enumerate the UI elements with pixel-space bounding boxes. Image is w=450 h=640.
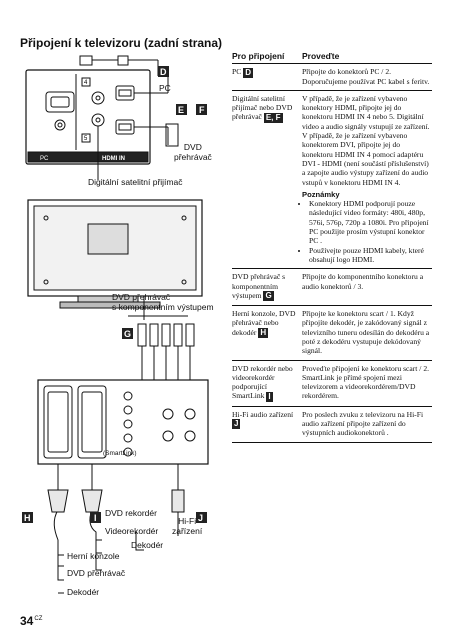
scart-port-icon-2 [77, 385, 107, 459]
row-device: Hi-Fi audio zařízení [232, 409, 294, 419]
table-header-col2: Proveďte [302, 51, 340, 61]
note-item: Používejte pouze HDMI kabely, které obsa… [309, 246, 432, 265]
row-instruction: V případě, že je zařízení vybaveno konek… [302, 93, 430, 187]
svg-text:PC: PC [40, 156, 49, 162]
scart-plug-icon [47, 489, 69, 513]
table-row: Hi-Fi audio zařízení J Pro poslech zvuku… [232, 407, 432, 443]
row-device: Digitální satelitní přijímač nebo DVD př… [232, 93, 293, 122]
svg-text:4: 4 [84, 80, 88, 86]
row-instruction: Připojte do komponentního konektoru a au… [302, 272, 424, 291]
tv-back-illustration [27, 199, 203, 309]
connection-table: Pro připojení Proveďte PC D Připojte do … [232, 51, 432, 443]
row-instruction: Připojte ke konektoru scart / 1. Když př… [302, 309, 430, 356]
row-device: Herní konzole, DVD přehrávač nebo dekodé… [232, 309, 296, 337]
row-device: DVD přehrávač s komponentním výstupem [232, 272, 286, 300]
scart-port-icon-1 [43, 385, 73, 459]
svg-text:G: G [124, 329, 131, 339]
row-device: PC [232, 67, 242, 77]
label-pc: PC [159, 83, 171, 93]
note-item: Konektory HDMI podporují pouze následují… [309, 199, 432, 245]
row-instruction: Připojte do konektorů PC / 2. Doporučuje… [302, 67, 430, 86]
svg-text:D: D [160, 67, 167, 77]
badge-ef: E, F [263, 112, 283, 123]
svg-text:I: I [94, 513, 97, 523]
table-row: Digitální satelitní přijímač nebo DVD př… [232, 91, 432, 270]
page-number-value: 34 [20, 614, 34, 628]
table-row: PC D Připojte do konektorů PC / 2. Dopor… [232, 64, 432, 91]
pc-cable-icon [79, 55, 159, 76]
page-number: 34CZ [20, 614, 42, 628]
page-language: CZ [34, 616, 43, 622]
rear-connector-panel [25, 69, 151, 165]
notes-title: Poznámky [302, 189, 340, 199]
page-title: Připojení k televizoru (zadní strana) [20, 36, 223, 50]
label-dvd-player-bottom: DVD přehrávač [67, 568, 126, 578]
audio-port-icon [54, 119, 66, 131]
row-device: DVD rekordér nebo videorekordér podporuj… [232, 363, 293, 401]
scart-panel [37, 379, 209, 465]
badge-j: J [232, 419, 241, 430]
svg-text:H: H [24, 513, 31, 523]
badge-g: G [263, 291, 274, 302]
label-dvd-recorder: DVD rekordér [105, 508, 157, 518]
row-instruction: Pro poslech zvuku z televizoru na Hi-Fi … [302, 409, 424, 438]
svg-text:J: J [198, 513, 203, 523]
svg-text:F: F [199, 105, 205, 115]
label-game-console: Herní konzole [67, 551, 120, 561]
label-video-recorder: Videorekordér [105, 526, 159, 536]
component-plug-icon [137, 323, 147, 347]
vga-port-icon [45, 91, 75, 113]
table-row: Herní konzole, DVD přehrávač nebo dekodé… [232, 306, 432, 361]
table-header-col1: Pro připojení [232, 51, 285, 61]
badge-h: H [258, 327, 269, 338]
label-digital-receiver: Digitální satelitní přijímač [88, 177, 183, 187]
table-row: DVD rekordér nebo videorekordér podporuj… [232, 361, 432, 407]
label-decoder-bottom: Dekodér [67, 587, 100, 597]
notes-list: Konektory HDMI podporují pouze následují… [302, 199, 432, 264]
table-header: Pro připojení Proveďte [232, 51, 432, 65]
svg-text:E: E [178, 105, 184, 115]
table-row: DVD přehrávač s komponentním výstupem G … [232, 269, 432, 307]
badge-d: D [243, 67, 253, 78]
row-instruction: Proveďte připojení ke konektoru scart / … [302, 363, 430, 401]
svg-text:HDMI IN: HDMI IN [102, 156, 125, 162]
label-decoder-right: Dekodér [131, 540, 164, 550]
connection-diagram: 4 5 PC HDMI IN [22, 55, 209, 594]
label-smartlink: (SmartLink) [103, 450, 137, 457]
svg-text:5: 5 [84, 136, 88, 142]
badge-i: I [266, 391, 273, 402]
